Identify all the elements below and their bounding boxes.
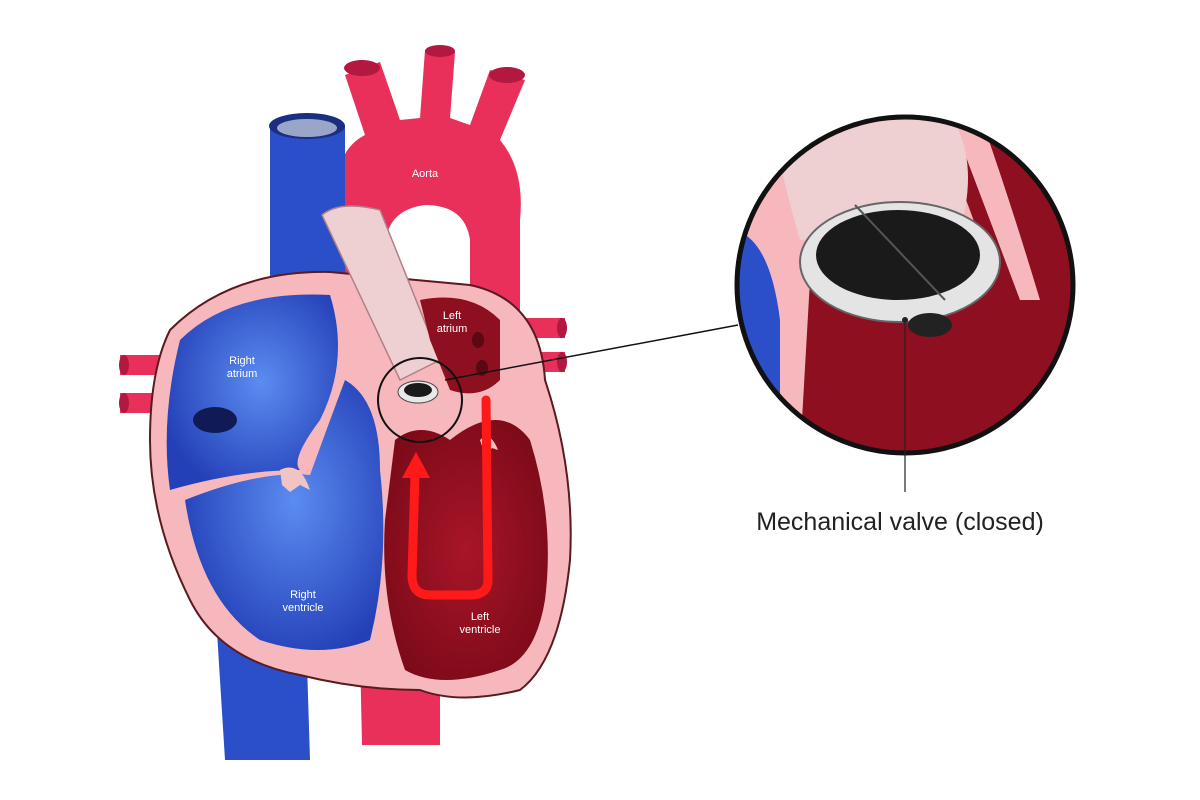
callout-label: Mechanical valve (closed): [756, 508, 1044, 536]
label-aorta: Aorta: [412, 168, 439, 180]
label-right-atrium-line2: atrium: [227, 368, 258, 380]
aorta-branch-opening: [489, 67, 525, 83]
aorta-branch-opening: [425, 45, 455, 57]
label-left-atrium-line2: atrium: [437, 323, 468, 335]
label-right-ventricle-line2: ventricle: [283, 602, 324, 614]
right-ventricle-chamber: [185, 380, 384, 650]
right-atrium-chamber: [166, 294, 338, 490]
label-left-ventricle-line2: ventricle: [460, 624, 501, 636]
blood-flow-arrow: [407, 395, 493, 600]
tricuspid-valve: [280, 467, 310, 492]
label-right-atrium-line1: Right: [229, 355, 255, 367]
arrowhead: [402, 452, 430, 478]
valve-disc: [816, 210, 980, 300]
label-right-ventricle-line1: Right: [290, 589, 316, 601]
label-left-atrium-line1: Left: [443, 310, 461, 322]
label-left-ventricle-line1: Left: [471, 611, 489, 623]
valve-small-disc: [404, 383, 432, 397]
valve-zoom-view: [737, 117, 1073, 453]
left-ventricle-chamber: [384, 420, 548, 680]
vessel-lumen: [277, 119, 337, 137]
coronary-sinus-opening: [193, 407, 237, 433]
pulmonary-vein-opening: [472, 332, 484, 348]
callout-connector: [444, 324, 739, 381]
valve-leaflet-seam: [854, 204, 946, 301]
aorta-branch-opening: [344, 60, 380, 76]
valve-highlight-circle: [377, 357, 463, 443]
